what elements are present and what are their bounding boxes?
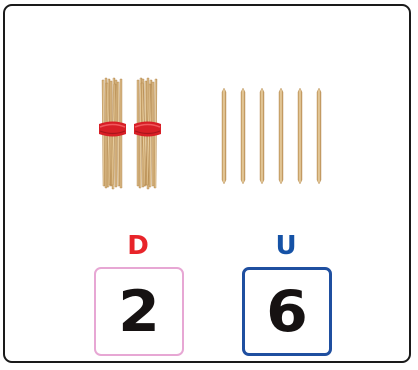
tens-digit: 2 xyxy=(118,278,160,345)
loose-stick-6 xyxy=(316,87,322,185)
loose-stick-4 xyxy=(278,87,284,185)
units-label: U xyxy=(275,231,297,261)
loose-sticks xyxy=(221,87,322,185)
tens-label: D xyxy=(127,231,149,261)
loose-stick-1 xyxy=(221,87,227,185)
loose-stick-3 xyxy=(259,87,265,185)
bundle-of-ten-1 xyxy=(99,77,126,190)
units-box: 6 xyxy=(242,267,332,356)
card-frame xyxy=(3,4,411,363)
loose-stick-2 xyxy=(240,87,246,185)
tens-box: 2 xyxy=(94,267,184,356)
bundle-of-ten-2 xyxy=(134,77,161,190)
loose-stick-5 xyxy=(297,87,303,185)
units-digit: 6 xyxy=(266,278,308,345)
